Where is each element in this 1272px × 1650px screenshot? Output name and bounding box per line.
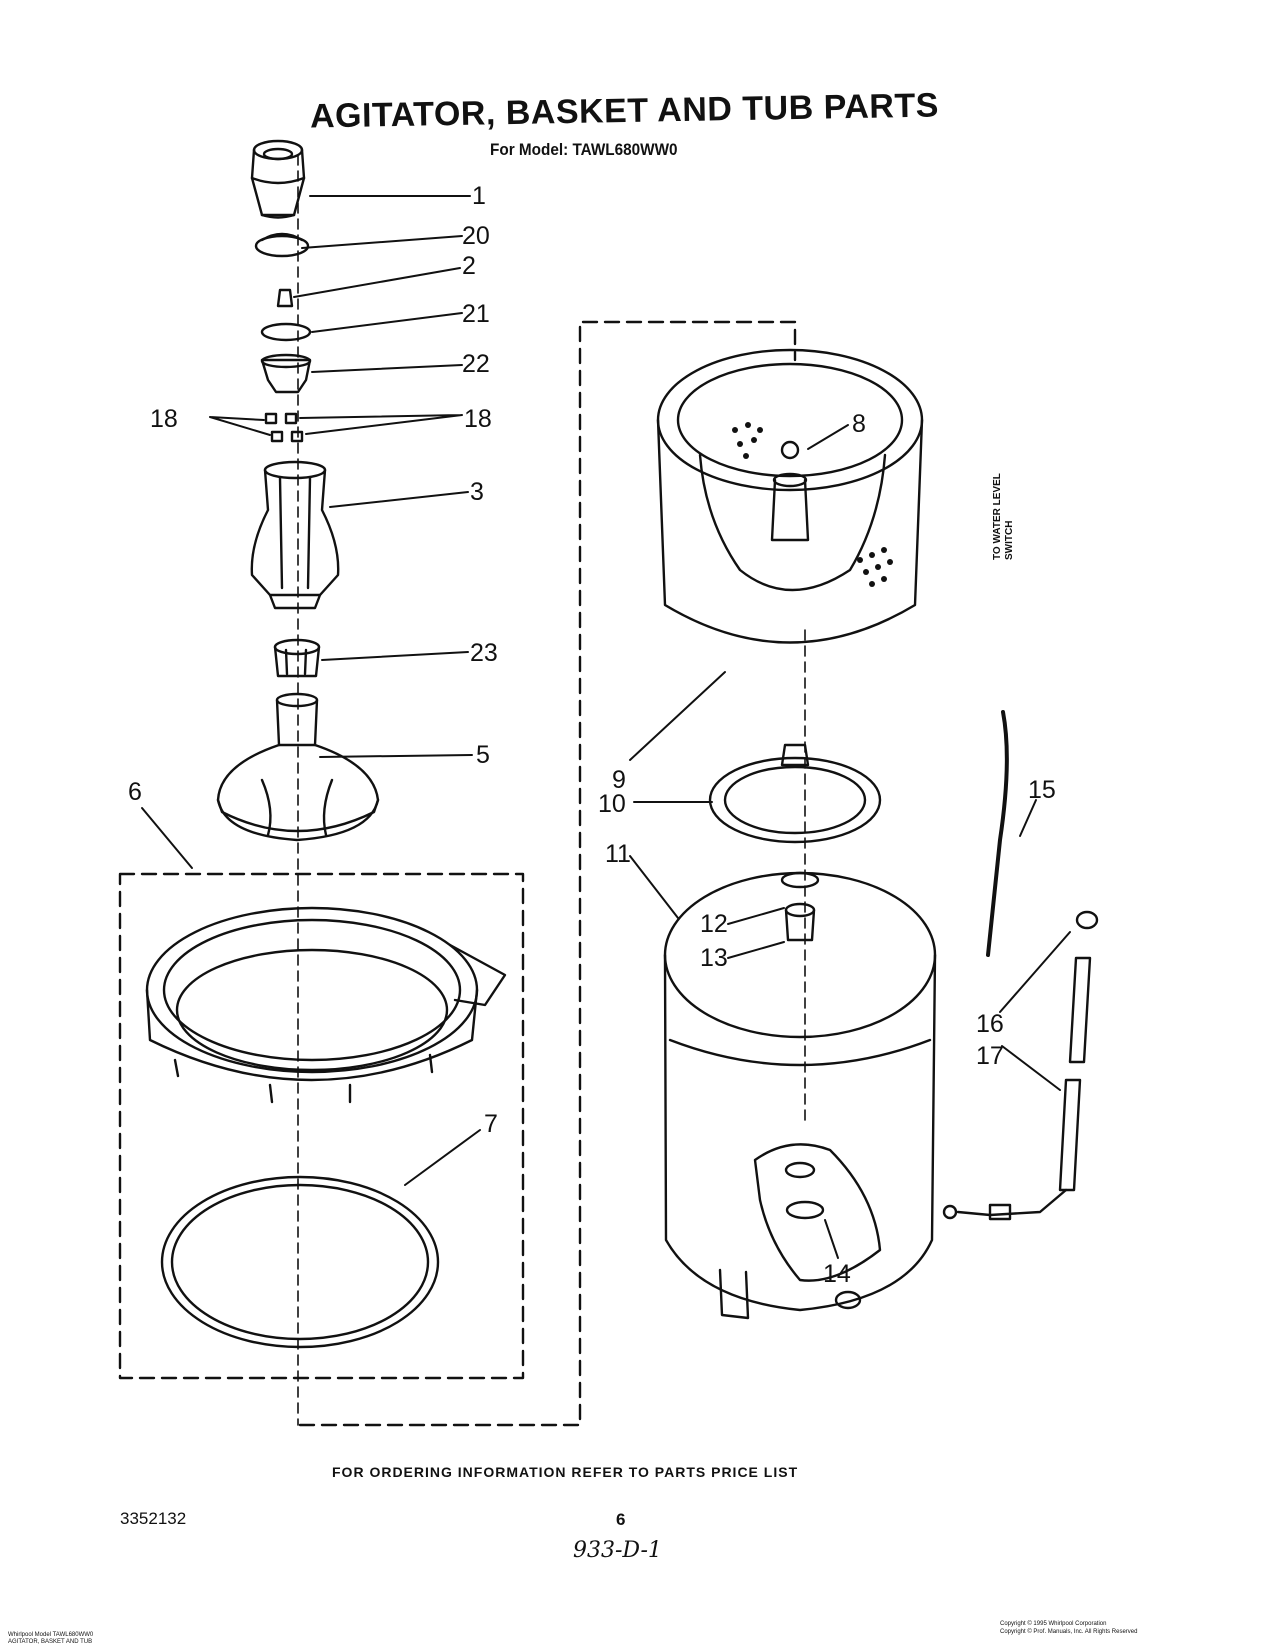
callout-20: 20	[462, 222, 490, 250]
part-drain-hose	[942, 910, 1099, 1221]
callout-10: 10	[598, 790, 626, 818]
part-basket	[656, 348, 924, 644]
callout-3: 3	[470, 478, 484, 506]
callout-18-right: 18	[464, 405, 492, 433]
part-drive-hub	[708, 743, 882, 844]
callout-14: 14	[823, 1260, 851, 1288]
callout-17: 17	[976, 1042, 1004, 1070]
part-number: 3352132	[120, 1509, 187, 1528]
callout-12: 12	[700, 910, 728, 938]
part-tub-seal	[160, 1175, 440, 1349]
callout-labels: 1 20 2 21 22 18 18 3 23 5 6 7 8 9 10 11 …	[128, 182, 1056, 1288]
callout-22: 22	[462, 350, 490, 378]
callout-23: 23	[470, 639, 498, 667]
callout-7: 7	[484, 1110, 498, 1138]
callout-5: 5	[476, 741, 490, 769]
part-outer-tub	[663, 871, 937, 1320]
part-agitator-barrel	[250, 460, 340, 610]
callout-11: 11	[605, 840, 631, 868]
callout-21: 21	[462, 300, 490, 328]
callout-13: 13	[700, 944, 728, 972]
footer-right: Copyright © 1995 Whirlpool Corporation C…	[1000, 1620, 1137, 1636]
footer-right-line-2: Copyright © Prof. Manuals, Inc. All Righ…	[1000, 1629, 1138, 1635]
part-air-hose	[986, 710, 1009, 957]
part-seal-nut	[780, 871, 820, 942]
page-number: 6	[616, 1510, 626, 1529]
part-drive-bell	[273, 638, 321, 678]
handwritten-note: 933-D-1	[573, 1538, 662, 1563]
footer-left-line-1: Whirlpool Model TAWL680WW0	[8, 1632, 94, 1638]
ordering-note: FOR ORDERING INFORMATION REFER TO PARTS …	[332, 1464, 799, 1480]
callout-2: 2	[462, 252, 476, 280]
part-agitator-base	[216, 692, 380, 842]
footer-left-line-2: AGITATOR, BASKET AND TUB	[8, 1639, 93, 1645]
part-screw	[276, 288, 294, 308]
callout-15: 15	[1028, 776, 1056, 804]
callout-8: 8	[852, 410, 866, 438]
callout-6: 6	[128, 778, 142, 806]
model-line: For Model: TAWL680WW0	[490, 140, 678, 159]
callout-1: 1	[472, 182, 486, 210]
part-cap-seal	[254, 232, 310, 258]
callout-9: 9	[612, 766, 626, 794]
footer-right-line-1: Copyright © 1995 Whirlpool Corporation	[1000, 1621, 1107, 1627]
callout-18-left: 18	[150, 405, 178, 433]
dashed-group-box-left	[118, 872, 525, 1380]
part-agitator-cam	[260, 353, 312, 394]
dashed-group-box-right	[298, 320, 797, 1427]
part-agitator-cap	[250, 139, 306, 219]
basket-perforations	[732, 422, 893, 587]
part-agitator-dogs	[264, 412, 304, 443]
footer-left: Whirlpool Model TAWL680WW0 AGITATOR, BAS…	[8, 1632, 93, 1646]
callout-16: 16	[976, 1010, 1004, 1038]
part-tub-ring	[145, 906, 507, 1104]
part-o-ring	[260, 322, 312, 342]
leader-lines	[141, 195, 1071, 1259]
